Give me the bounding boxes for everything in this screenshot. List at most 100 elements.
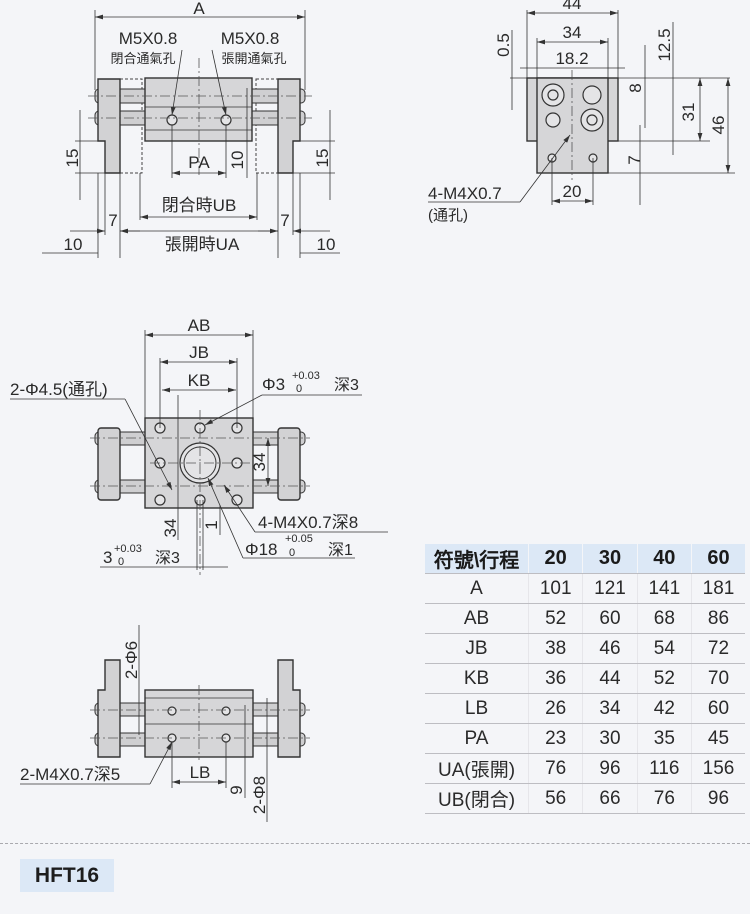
port-close-label: 閉合通氣孔 [110, 51, 175, 66]
slot-main-label: 3 [103, 548, 112, 567]
bottom-view-drawing: 2-Φ6 2-M4X0.7深5 LB 9 2-Φ8 [20, 625, 310, 822]
value-cell: 52 [636, 663, 692, 694]
top-view-drawing: AB JB KB 2-Φ4.5(通孔) Φ3 +0.03 0 深3 4-M4X0… [10, 316, 388, 575]
dim-a-label: A [193, 0, 205, 18]
value-cell: 46 [582, 633, 638, 664]
value-cell: 23 [527, 723, 583, 754]
symbol-cell: UA(張開) [425, 753, 529, 784]
value-cell: 68 [636, 603, 692, 634]
dim-34-right-label: 34 [250, 453, 269, 472]
value-cell: 70 [690, 663, 745, 694]
header-cell: 40 [636, 544, 692, 574]
value-cell: 141 [636, 573, 692, 604]
dim-20-label: 20 [563, 182, 582, 201]
value-cell: 96 [690, 783, 745, 814]
dim-7-left-label: 7 [108, 211, 117, 230]
thread-note-label: 4-M4X0.7 [428, 184, 502, 203]
dim-9-label: 9 [227, 785, 246, 794]
dim-ub-label: 閉合時UB [162, 196, 237, 215]
symbol-cell: UB(閉合) [425, 783, 529, 814]
port-open-thread-label: M5X0.8 [221, 29, 280, 48]
value-cell: 30 [582, 723, 638, 754]
pin-note-bottom-label: 2-Φ8 [250, 776, 269, 814]
header-cell: 20 [527, 544, 583, 574]
bore-depth-label: 深1 [328, 541, 353, 559]
symbol-cell: JB [425, 633, 529, 664]
dim-ab-label: AB [188, 316, 211, 335]
value-cell: 60 [582, 603, 638, 634]
dim-34-bottom-label: 34 [161, 519, 180, 538]
dim-44-label: 44 [563, 0, 582, 13]
symbol-cell: PA [425, 723, 529, 754]
value-cell: 54 [636, 633, 692, 664]
dim-10-left-label: 10 [64, 235, 83, 254]
dim-lb-label: LB [190, 763, 211, 782]
thread-note-label: 4-M4X0.7深8 [258, 513, 358, 532]
value-cell: 42 [636, 693, 692, 724]
value-cell: 52 [527, 603, 583, 634]
slot-depth-label: 深3 [155, 549, 180, 567]
header-cell: 60 [690, 544, 745, 574]
thread-note-sub-label: (通孔) [428, 207, 468, 224]
table-header-row: 符號\行程 20 30 40 60 [425, 544, 745, 574]
dim-18-2-label: 18.2 [555, 49, 588, 68]
side-view-drawing: 44 34 18.2 0.5 8 12.5 31 46 7 20 4-M4X0.… [428, 0, 735, 224]
port-open-label: 張開通氣孔 [221, 51, 286, 66]
symbol-cell: A [425, 573, 529, 604]
value-cell: 60 [690, 693, 745, 724]
value-cell: 76 [527, 753, 583, 784]
value-cell: 56 [527, 783, 583, 814]
dim-31-label: 31 [679, 103, 698, 122]
slot-tol-lower: 0 [118, 556, 124, 568]
dim-pa-label: PA [188, 153, 210, 172]
dim-34-label: 34 [563, 23, 582, 42]
value-cell: 45 [690, 723, 745, 754]
symbol-cell: KB [425, 663, 529, 694]
symbol-cell: AB [425, 603, 529, 634]
pin-note-top-label: 2-Φ6 [122, 641, 141, 679]
dim-7-label: 7 [625, 155, 644, 164]
value-cell: 121 [582, 573, 638, 604]
bore-main-label: Φ18 [245, 540, 277, 559]
dim-8-label: 8 [626, 83, 645, 92]
value-cell: 76 [636, 783, 692, 814]
value-cell: 26 [527, 693, 583, 724]
dim-46-label: 46 [709, 116, 728, 135]
front-view-drawing: A M5X0.8 閉合通氣孔 M5X0.8 張開通氣孔 15 15 PA 10 … [42, 0, 340, 258]
value-cell: 36 [527, 663, 583, 694]
pin-hole-depth-label: 深3 [334, 376, 359, 394]
dim-10-right-label: 10 [317, 235, 336, 254]
value-cell: 156 [690, 753, 745, 784]
value-cell: 44 [582, 663, 638, 694]
dim-1-label: 1 [202, 520, 221, 529]
value-cell: 101 [527, 573, 583, 604]
value-cell: 181 [690, 573, 745, 604]
thread-note-label: 2-M4X0.7深5 [20, 765, 120, 784]
value-cell: 72 [690, 633, 745, 664]
model-badge: HFT16 [20, 859, 114, 892]
slot-tol-upper: +0.03 [114, 543, 142, 555]
header-cell: 30 [582, 544, 638, 574]
value-cell: 35 [636, 723, 692, 754]
pin-hole-main-label: Φ3 [262, 375, 285, 394]
value-cell: 38 [527, 633, 583, 664]
pin-hole-tol-upper: +0.03 [292, 370, 320, 382]
dim-jb-label: JB [189, 343, 209, 362]
pin-hole-tol-lower: 0 [296, 383, 302, 395]
bore-tol-lower: 0 [289, 547, 295, 559]
value-cell: 34 [582, 693, 638, 724]
value-cell: 86 [690, 603, 745, 634]
value-cell: 66 [582, 783, 638, 814]
symbol-cell: LB [425, 693, 529, 724]
dim-12-5-label: 12.5 [655, 28, 674, 61]
dim-ua-label: 張開時UA [165, 235, 240, 254]
dim-15-right-label: 15 [313, 149, 332, 168]
